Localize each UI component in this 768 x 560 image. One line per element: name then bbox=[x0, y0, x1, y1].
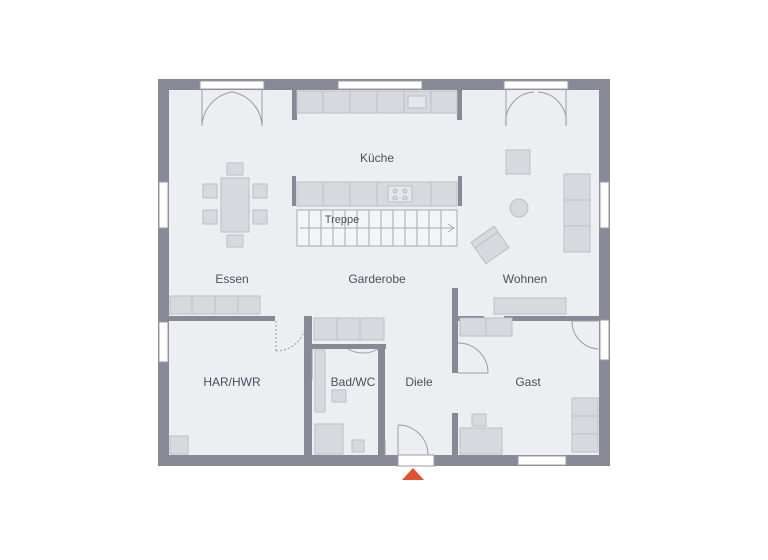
dining-table bbox=[202, 162, 268, 248]
door-swings bbox=[201, 90, 599, 456]
room-label-diele: Diele bbox=[405, 375, 433, 389]
staircase bbox=[296, 209, 458, 247]
room-label-bad-wc: Bad/WC bbox=[331, 375, 376, 389]
room-label-har-hwr: HAR/HWR bbox=[203, 375, 261, 389]
room-label-kueche: Küche bbox=[360, 151, 394, 165]
wardrobe bbox=[313, 317, 385, 341]
hwr-appliance bbox=[169, 435, 189, 455]
room-label-essen: Essen bbox=[215, 272, 248, 286]
windows bbox=[158, 80, 610, 466]
front-door-opening bbox=[397, 454, 435, 467]
room-label-gast: Gast bbox=[515, 375, 541, 389]
kitchen-counters bbox=[296, 90, 458, 207]
guest-furniture bbox=[459, 317, 599, 455]
room-label-wohnen: Wohnen bbox=[503, 272, 547, 286]
room-label-treppe: Treppe bbox=[325, 214, 359, 226]
room-label-garderobe: Garderobe bbox=[348, 272, 406, 286]
bathroom-fixtures bbox=[314, 349, 365, 455]
sideboard bbox=[169, 295, 261, 315]
living-furniture bbox=[470, 149, 591, 315]
entrance-marker-icon bbox=[402, 468, 424, 480]
interior-walls bbox=[169, 90, 599, 456]
